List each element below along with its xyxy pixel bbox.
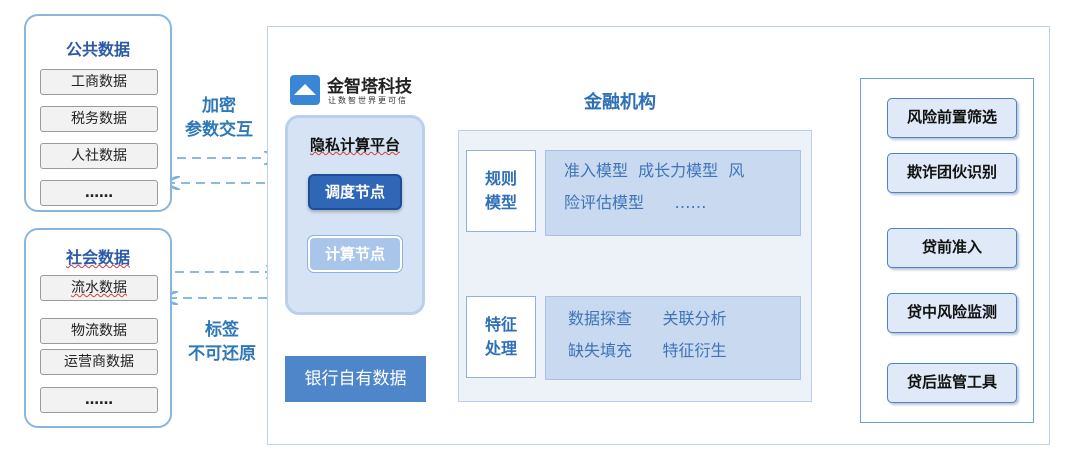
rules-model-content: 准入模型 成长力模型 风 险评估模型 …… — [545, 150, 801, 236]
institution-title: 金融机构 — [584, 92, 656, 113]
rules-model-line2: 险评估模型 …… — [564, 193, 707, 212]
schedule-node: 调度节点 — [308, 174, 402, 210]
rules-model-label: 规则 模型 — [466, 150, 536, 232]
output-pre-loan-admission: 贷前准入 — [887, 228, 1017, 268]
source-item-more: …… — [40, 180, 158, 206]
source-item-business: 工商数据 — [40, 69, 158, 95]
public-data-title: 公共数据 — [65, 40, 130, 59]
tag-label-line2: 不可还原 — [188, 344, 256, 364]
feature-processing-content: 数据探查 关联分析 缺失填充 特征衍生 — [545, 296, 801, 380]
output-risk-prescreen: 风险前置筛选 — [887, 98, 1017, 138]
rules-model-text: 规则 模型 — [484, 169, 517, 212]
rules-model-line1: 准入模型 成长力模型 风 — [564, 161, 745, 180]
logo-icon — [290, 75, 320, 105]
logo-slogan: 让数智世界更可信 — [328, 96, 408, 105]
public-data-panel: 公共数据 工商数据 税务数据 人社数据 …… — [24, 14, 172, 212]
bank-data-box: 银行自有数据 — [285, 356, 426, 402]
source-item-logistics: 物流数据 — [40, 318, 158, 344]
social-data-title: 社会数据 — [65, 248, 130, 267]
source-item-carrier: 运营商数据 — [40, 349, 158, 375]
logo-name: 金智塔科技 — [327, 77, 412, 97]
compute-node: 计算节点 — [307, 235, 403, 273]
platform-title: 隐私计算平台 — [309, 136, 400, 154]
encrypt-label: 加密 参数交互 — [172, 94, 266, 142]
feature-processing-line2: 缺失填充 特征衍生 — [568, 341, 727, 360]
feature-processing-label: 特征 处理 — [466, 296, 536, 378]
source-item-tax: 税务数据 — [40, 106, 158, 132]
output-post-loan-tools: 贷后监管工具 — [887, 363, 1017, 403]
encrypt-label-line2: 参数交互 — [185, 120, 253, 140]
tag-label: 标签 不可还原 — [172, 318, 272, 366]
output-fraud-detection: 欺诈团伙识别 — [887, 153, 1017, 193]
tag-label-line1: 标签 — [205, 320, 239, 340]
privacy-platform: 隐私计算平台 调度节点 计算节点 — [285, 115, 425, 315]
logo-mark-icon — [294, 84, 316, 95]
output-in-loan-monitoring: 贷中风险监测 — [887, 293, 1017, 333]
social-data-panel: 社会数据 流水数据 物流数据 运营商数据 …… — [24, 228, 172, 428]
encrypt-label-line1: 加密 — [202, 96, 236, 116]
source-item-social-security: 人社数据 — [40, 143, 158, 169]
feature-processing-text: 特征 处理 — [484, 315, 517, 358]
feature-processing-line1: 数据探查 关联分析 — [568, 309, 727, 328]
source-item-transactions: 流水数据 — [40, 275, 158, 301]
source-item-more: …… — [40, 387, 158, 413]
